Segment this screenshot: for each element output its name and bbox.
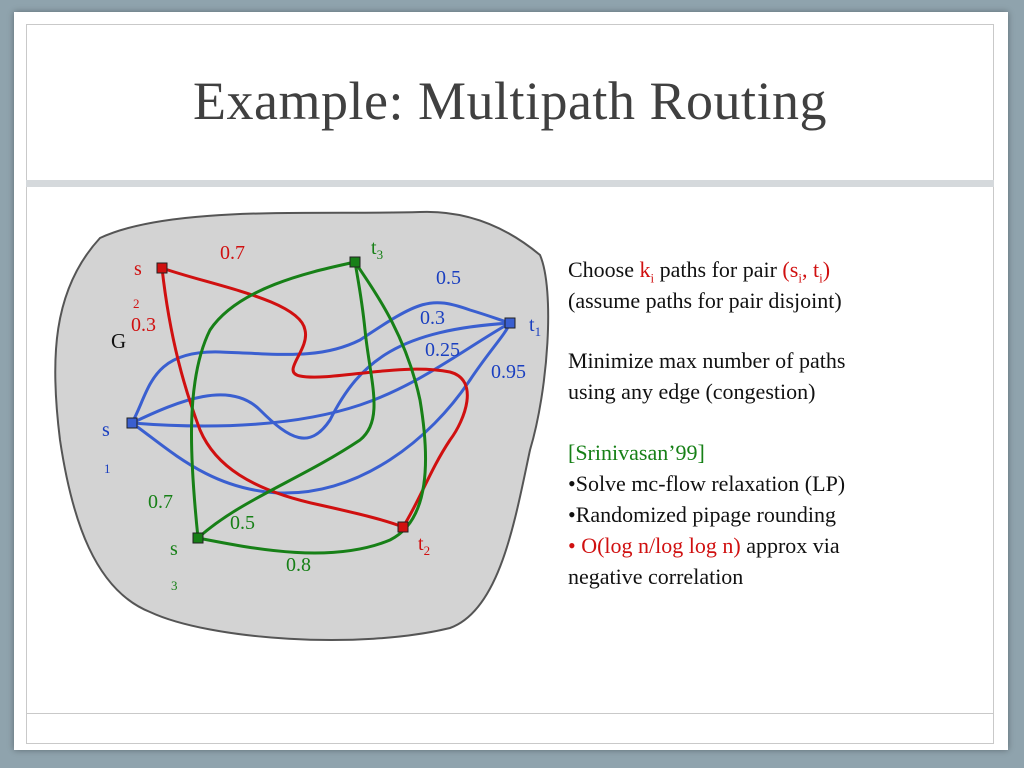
green-path-3 <box>197 261 428 555</box>
weight-blue-d: 0.95 <box>491 361 526 383</box>
slide-border <box>26 24 994 744</box>
text-bullet-2: •Randomized pipage rounding <box>568 502 836 527</box>
weight-green-c: 0.8 <box>286 554 311 576</box>
label-s3-sub: 3 <box>171 578 178 593</box>
blue-path-1 <box>130 301 511 424</box>
node-s3 <box>192 532 204 544</box>
text-line-3: Minimize max number of paths <box>568 348 846 373</box>
weight-blue-b: 0.3 <box>420 307 445 329</box>
text-bullet-3: • O(log n/log log n) approx via <box>568 533 840 558</box>
green-path-2 <box>196 261 376 540</box>
weight-red-b: 0.3 <box>131 314 156 336</box>
node-t3 <box>349 256 361 268</box>
label-t2: t2 <box>418 533 431 558</box>
slide-title: Example: Multipath Routing <box>193 71 827 131</box>
red-path-1 <box>161 266 469 528</box>
blue-path-3 <box>131 321 511 428</box>
graph-region <box>54 210 550 641</box>
blue-path-2 <box>131 321 511 440</box>
label-graph-name: G <box>111 329 127 353</box>
label-t1: t1 <box>529 314 542 339</box>
text-bullet-3-cont: negative correlation <box>568 564 744 589</box>
label-s2: s <box>134 258 142 280</box>
blue-path-4 <box>131 322 512 495</box>
weight-blue-c: 0.25 <box>425 339 460 361</box>
node-s1 <box>126 417 138 429</box>
node-s2 <box>156 262 168 274</box>
node-t1 <box>504 317 516 329</box>
footer-divider <box>26 713 994 714</box>
text-line-4: using any edge (congestion) <box>568 379 816 404</box>
weight-green-b: 0.5 <box>230 512 255 534</box>
text-line-1: Choose ki paths for pair (si, ti) <box>568 257 831 286</box>
text-bullet-1: •Solve mc-flow relaxation (LP) <box>568 471 846 496</box>
label-t3: t3 <box>371 237 384 262</box>
weight-blue-a: 0.5 <box>436 267 461 289</box>
label-s2-sub: 2 <box>133 296 140 311</box>
label-s3: s <box>170 538 178 560</box>
weight-red-a: 0.7 <box>220 242 245 264</box>
label-s1-sub: 1 <box>104 461 111 476</box>
text-reference: [Srinivasan’99] <box>568 440 705 465</box>
node-t2 <box>397 521 409 533</box>
weight-green-a: 0.7 <box>148 491 173 513</box>
green-path-1 <box>190 260 356 539</box>
red-path-2 <box>160 267 404 529</box>
text-line-2: (assume paths for pair disjoint) <box>568 288 842 313</box>
title-divider <box>26 180 994 187</box>
label-s1: s <box>102 419 110 441</box>
